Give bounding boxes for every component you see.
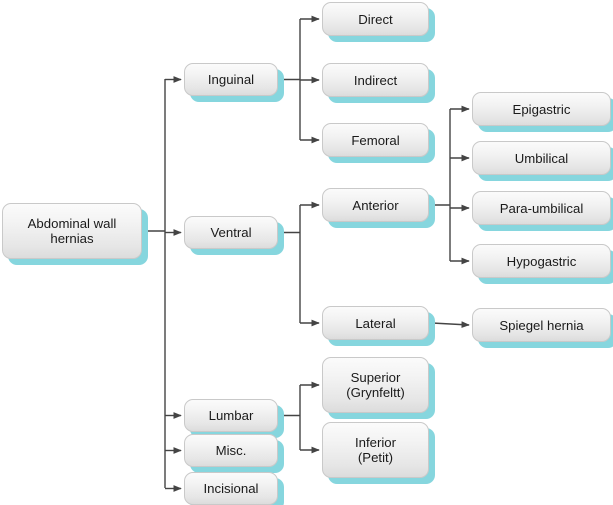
node-hypogastric[interactable]: Hypogastric (472, 244, 611, 278)
node-label-paraumbilic: Para-umbilical (499, 200, 584, 216)
node-root[interactable]: Abdominal wall hernias (2, 203, 142, 259)
node-label-ventral: Ventral (210, 225, 252, 240)
node-label-root: Abdominal wall hernias (27, 216, 117, 246)
node-label-anterior: Anterior (352, 197, 399, 213)
node-label-spiegel: Spiegel hernia (499, 317, 584, 333)
node-label-lumbar: Lumbar (208, 408, 254, 423)
node-lateral[interactable]: Lateral (322, 306, 429, 340)
node-paraumbilic[interactable]: Para-umbilical (472, 191, 611, 225)
node-femoral[interactable]: Femoral (322, 123, 429, 157)
node-lumbar[interactable]: Lumbar (184, 399, 278, 432)
node-incisional[interactable]: Incisional (184, 472, 278, 505)
node-label-misc: Misc. (215, 443, 247, 458)
node-label-umbilical: Umbilical (514, 150, 569, 166)
node-anterior[interactable]: Anterior (322, 188, 429, 222)
node-umbilical[interactable]: Umbilical (472, 141, 611, 175)
node-label-hypogastric: Hypogastric (506, 253, 577, 269)
node-misc[interactable]: Misc. (184, 434, 278, 467)
node-label-superior: Superior (Grynfeltt) (346, 370, 405, 400)
node-direct[interactable]: Direct (322, 2, 429, 36)
node-inferior[interactable]: Inferior (Petit) (322, 422, 429, 478)
node-inguinal[interactable]: Inguinal (184, 63, 278, 96)
node-label-lateral: Lateral (355, 315, 396, 331)
node-label-inferior: Inferior (Petit) (354, 435, 397, 465)
node-label-direct: Direct (358, 11, 393, 27)
edge-lateral-to-spiegel (431, 321, 470, 328)
node-label-incisional: Incisional (203, 481, 259, 496)
node-ventral[interactable]: Ventral (184, 216, 278, 249)
node-label-inguinal: Inguinal (207, 72, 255, 87)
node-indirect[interactable]: Indirect (322, 63, 429, 97)
node-superior[interactable]: Superior (Grynfeltt) (322, 357, 429, 413)
node-spiegel[interactable]: Spiegel hernia (472, 308, 611, 342)
node-label-epigastric: Epigastric (512, 101, 571, 117)
node-label-indirect: Indirect (353, 72, 398, 88)
node-label-femoral: Femoral (351, 132, 400, 148)
node-epigastric[interactable]: Epigastric (472, 92, 611, 126)
